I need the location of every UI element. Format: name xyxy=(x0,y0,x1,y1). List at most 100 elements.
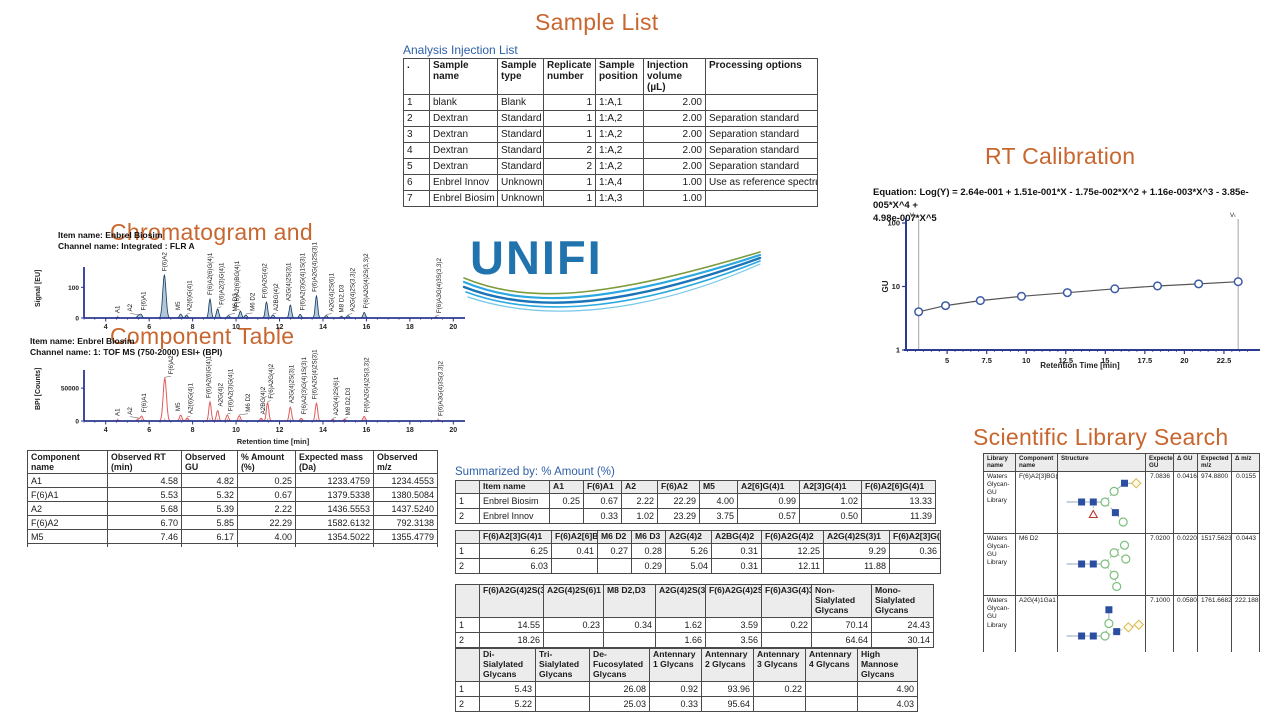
table-cell: Separation standard xyxy=(705,110,818,127)
svg-text:F(6)A2G(4)2S(3,3)2: F(6)A2G(4)2S(3,3)2 xyxy=(363,357,370,413)
svg-text:10: 10 xyxy=(1022,356,1030,365)
table-cell: Dextran xyxy=(429,158,498,175)
table-cell: Separation standard xyxy=(705,142,818,159)
svg-text:10: 10 xyxy=(232,324,240,331)
svg-text:7.5: 7.5 xyxy=(981,356,991,365)
table-cell: F(6)A1 xyxy=(27,487,108,502)
table-cell: 7.64 xyxy=(107,543,182,547)
table-cell: 1 xyxy=(455,542,480,559)
table-cell: 1355.4779 xyxy=(373,529,438,544)
svg-text:UNIFI: UNIFI xyxy=(470,231,603,284)
table-cell: 1 xyxy=(455,492,480,509)
column-header xyxy=(455,584,480,618)
column-header: Δ GU xyxy=(1173,453,1198,472)
table-cell: 2.00 xyxy=(643,158,706,175)
table-cell: F(6)A2 xyxy=(27,515,108,530)
column-header: Expected mass (Da) xyxy=(295,450,374,474)
svg-text:Retention Time [min]: Retention Time [min] xyxy=(1040,361,1120,370)
svg-text:F(6)A3G(4)3S(3,3)2: F(6)A3G(4)3S(3,3)2 xyxy=(436,258,443,314)
column-header: . xyxy=(403,58,430,95)
table-cell: 4.00 xyxy=(237,529,296,544)
table-cell: 1:A,2 xyxy=(595,126,644,143)
table-cell: 1582.6132 xyxy=(295,515,374,530)
library-search-title: Scientific Library Search xyxy=(973,424,1229,450)
table-cell: 0.27 xyxy=(597,542,632,559)
table-cell: 1380.5084 xyxy=(373,487,438,502)
table-cell: 0.36 xyxy=(889,542,941,559)
svg-text:M5: M5 xyxy=(175,301,182,310)
table-cell: 0.67 xyxy=(583,492,622,509)
table-cell: 1:A,2 xyxy=(595,110,644,127)
table-cell xyxy=(549,507,584,524)
svg-text:0: 0 xyxy=(75,316,79,323)
svg-text:22.5: 22.5 xyxy=(1217,356,1232,365)
table-cell: 4.03 xyxy=(857,695,918,712)
table-cell: 2 xyxy=(455,507,480,524)
column-header: A2G(4)2S(6)1 xyxy=(543,584,604,618)
svg-text:A1: A1 xyxy=(115,305,122,313)
table-cell: M5 xyxy=(27,529,108,544)
column-header: Tri-Sialylated Glycans xyxy=(535,648,590,682)
table-cell: 6.03 xyxy=(479,557,552,574)
svg-text:F(6)A2: F(6)A2 xyxy=(168,355,175,374)
column-header: Injection volume (µL) xyxy=(643,58,706,95)
svg-text:Vₜ: Vₜ xyxy=(1230,212,1236,219)
svg-text:17.5: 17.5 xyxy=(1138,356,1153,365)
chromatogram-title-line2: Component Table xyxy=(110,322,295,349)
table-cell: 4.90 xyxy=(857,680,918,697)
table-cell: 0.0220 xyxy=(1173,532,1198,597)
svg-text:20: 20 xyxy=(449,427,457,434)
svg-text:F(6)A2(6)G(4)1: F(6)A2(6)G(4)1 xyxy=(205,355,212,398)
table-cell: Enbrel Innov xyxy=(429,174,498,191)
svg-text:18: 18 xyxy=(406,427,414,434)
svg-text:12: 12 xyxy=(276,324,284,331)
svg-text:14: 14 xyxy=(319,324,327,331)
svg-text:A2G(4)2: A2G(4)2 xyxy=(217,383,224,407)
table-cell: Waters Glycan-GU Library xyxy=(983,470,1016,535)
table-cell: 0.57 xyxy=(737,507,800,524)
table-cell: 9.29 xyxy=(823,542,890,559)
table-cell: 0.29 xyxy=(631,557,666,574)
column-header: M8 D2,D3 xyxy=(603,584,656,618)
table-cell: 0.41 xyxy=(551,542,598,559)
table-cell: 1598.6081 xyxy=(295,543,374,547)
table-cell: 0.22 xyxy=(761,616,812,633)
svg-text:M8 D2,D3: M8 D2,D3 xyxy=(338,284,345,312)
svg-text:4: 4 xyxy=(104,324,108,331)
svg-text:F(6)A2: F(6)A2 xyxy=(161,252,168,271)
table-cell xyxy=(705,94,818,111)
table-cell: 5.22 xyxy=(479,695,536,712)
unifi-logo: UNIFI xyxy=(462,224,764,312)
table-cell: 1 xyxy=(455,680,480,697)
table-cell: 2 xyxy=(455,695,480,712)
table-cell: 5.68 xyxy=(107,501,182,516)
table-cell: 800.3099 xyxy=(373,543,438,547)
column-header: Observed m/z xyxy=(373,450,438,474)
svg-text:20: 20 xyxy=(449,324,457,331)
table-cell: Dextran xyxy=(429,126,498,143)
svg-text:A1: A1 xyxy=(115,408,122,416)
svg-text:F(6)A2G(4)2: F(6)A2G(4)2 xyxy=(261,263,268,298)
table-cell xyxy=(889,557,941,574)
bpi-chromatogram-meta: Item name: Enbrel Biosim Channel name: 1… xyxy=(30,336,222,358)
table-cell: A2G(4)1Ga1 xyxy=(1015,595,1058,652)
table-cell: 1.62 xyxy=(655,616,706,633)
table-cell: Standard xyxy=(497,110,544,127)
table-cell: Standard xyxy=(497,126,544,143)
svg-text:Signal [EU]: Signal [EU] xyxy=(35,270,42,307)
